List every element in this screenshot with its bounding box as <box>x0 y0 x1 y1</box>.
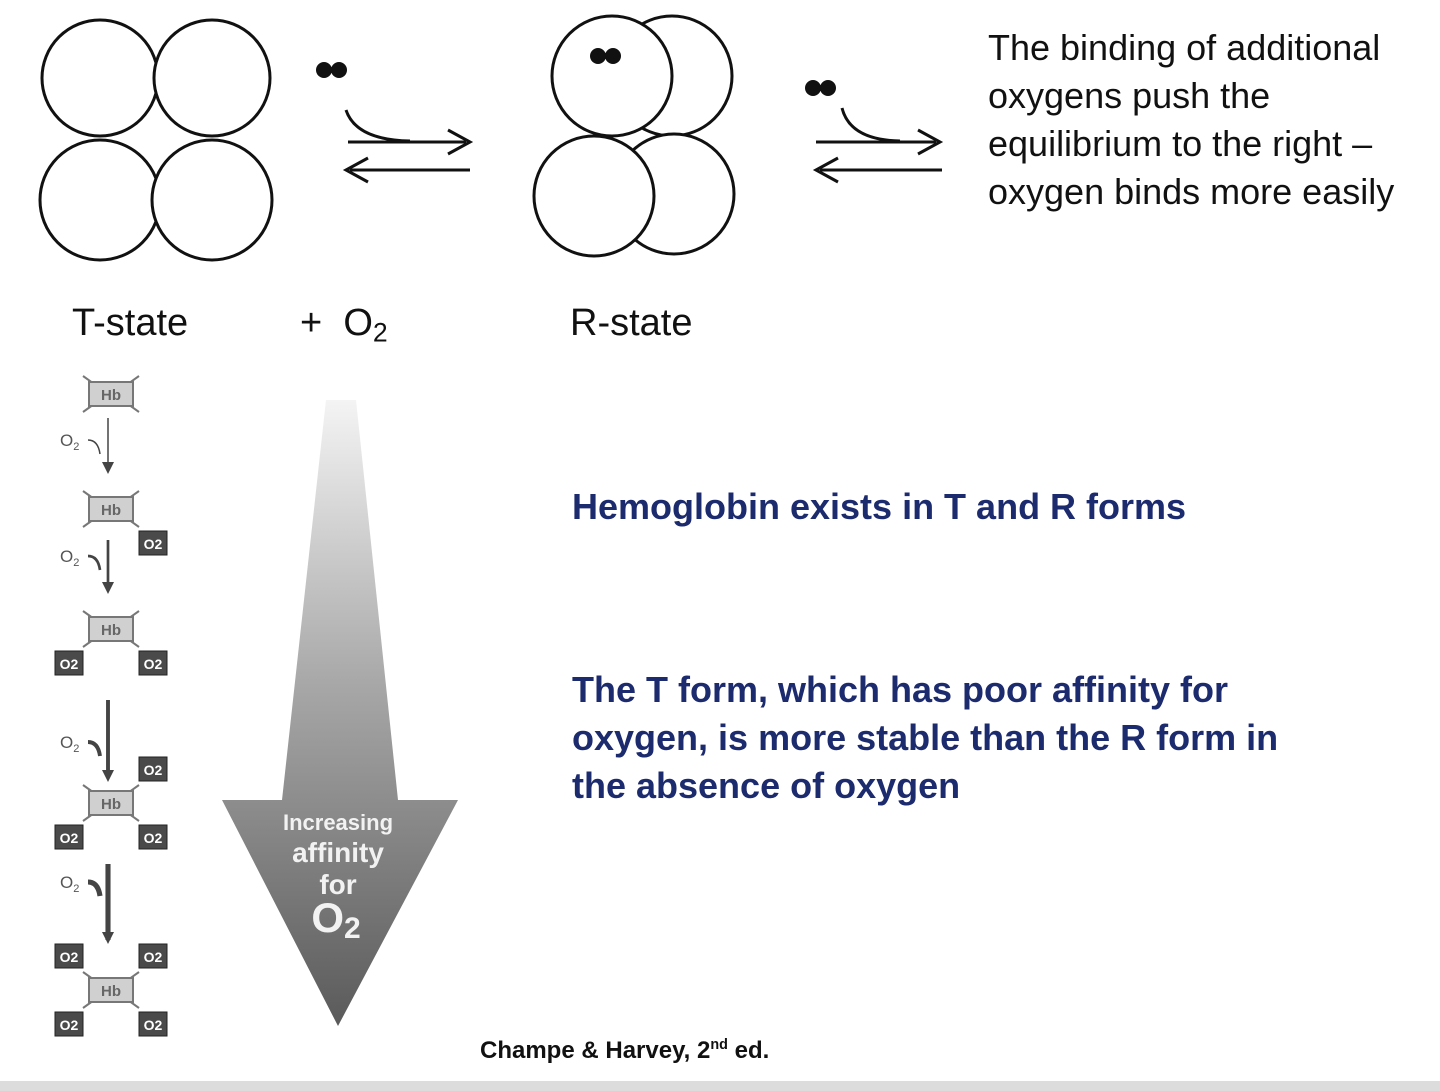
equilibrium-arrows <box>342 109 474 184</box>
statement-stability: The T form, which has poor affinity for … <box>572 669 1279 806</box>
bound-o2-icon <box>590 48 621 64</box>
step-o2-label: O2 <box>60 733 79 755</box>
r-state-tetramer <box>532 14 736 258</box>
bound-o2-label: O2 <box>144 830 163 846</box>
bound-o2-box: O2 <box>138 824 168 850</box>
citation-sup: nd <box>710 1037 728 1053</box>
bound-o2-box: O2 <box>54 1011 84 1037</box>
bound-o2-box: O2 <box>54 943 84 969</box>
equilibrium-arrows <box>812 107 944 184</box>
o2-subscript: 2 <box>372 317 388 348</box>
affinity-arrow-shape <box>222 400 458 1026</box>
binding-step-arrow: O2 <box>60 864 114 944</box>
hb-molecule: Hb <box>82 375 140 413</box>
bound-o2-label: O2 <box>144 536 163 552</box>
hb-label: Hb <box>101 622 121 639</box>
bound-o2-box: O2 <box>138 943 168 969</box>
t-state-subunit <box>38 138 162 262</box>
r-state-subunit <box>550 14 674 138</box>
citation-prefix: Champe & Harvey, 2 <box>480 1037 711 1064</box>
bound-o2-label: O2 <box>144 949 163 965</box>
t-state-subunit <box>152 18 272 138</box>
affinity-text-line: for <box>319 869 356 900</box>
bound-o2-label: O2 <box>60 1017 79 1033</box>
hb-label: Hb <box>101 796 121 813</box>
hb-box <box>88 381 134 407</box>
r-state-subunit <box>532 134 656 258</box>
bound-o2-box: O2 <box>138 530 168 556</box>
step-o2-label: O2 <box>60 873 79 895</box>
bound-o2-label: O2 <box>60 830 79 846</box>
binding-step-arrow: O2 <box>60 418 114 474</box>
plus-sign: + <box>300 302 323 344</box>
bound-o2-box: O2 <box>54 650 84 676</box>
plus-o2-label: + O2 <box>300 302 388 349</box>
t-state-label: T-state <box>72 302 189 344</box>
o2-molecule-icon <box>316 62 347 78</box>
step-o2-label: O2 <box>60 547 79 569</box>
bound-o2-label: O2 <box>144 762 163 778</box>
footer-strip <box>0 1081 1440 1091</box>
o2-molecule-icon <box>805 80 836 96</box>
cooperative-binding-note: The binding of additional oxygens push t… <box>988 27 1395 212</box>
binding-step-arrow: O2 <box>60 540 114 594</box>
bound-o2-label: O2 <box>144 1017 163 1033</box>
citation: Champe & Harvey, 2nd ed. <box>480 1037 769 1065</box>
bound-o2-box: O2 <box>54 824 84 850</box>
t-state-subunit <box>150 138 274 262</box>
t-state-subunit <box>40 18 160 138</box>
bound-o2-box: O2 <box>138 650 168 676</box>
hb-box <box>88 616 134 642</box>
bound-o2-box: O2 <box>138 1011 168 1037</box>
t-state-tetramer <box>38 18 274 262</box>
bound-o2-label: O2 <box>60 949 79 965</box>
bound-o2-box: O2 <box>138 756 168 782</box>
binding-step-arrow: O2 <box>60 700 114 782</box>
affinity-text-line: affinity <box>292 837 384 868</box>
hb-label: Hb <box>101 387 121 404</box>
hb-label: Hb <box>101 502 121 519</box>
r-state-label: R-state <box>570 302 693 344</box>
statement-forms: Hemoglobin exists in T and R forms <box>572 486 1187 527</box>
step-o2-label: O2 <box>60 431 79 453</box>
hb-label: Hb <box>101 983 121 1000</box>
affinity-text-line: Increasing <box>283 810 393 835</box>
citation-suffix: ed. <box>727 1037 770 1064</box>
hb-box <box>88 977 134 1003</box>
hb-box <box>88 496 134 522</box>
bound-o2-label: O2 <box>60 656 79 672</box>
o2-letter: O <box>343 302 373 344</box>
bound-o2-label: O2 <box>144 656 163 672</box>
hb-box <box>88 790 134 816</box>
